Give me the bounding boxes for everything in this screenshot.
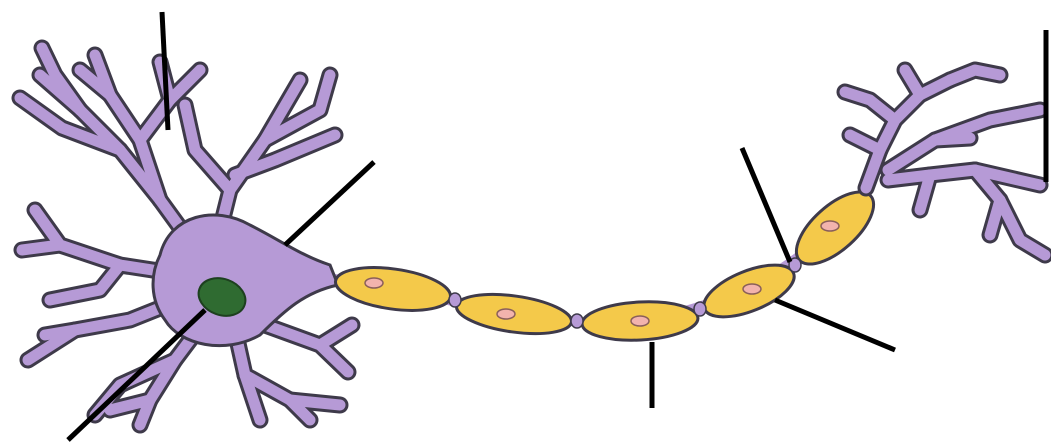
myelin-segment — [697, 254, 801, 327]
node-of-ranvier — [449, 293, 461, 307]
node-of-ranvier — [571, 314, 583, 328]
node-of-ranvier — [694, 302, 706, 316]
myelin-segment — [333, 261, 453, 317]
leader-line-cell-body — [285, 162, 374, 245]
myelin-sheath — [333, 180, 886, 343]
myelin-segment — [581, 299, 699, 343]
cell-body-group — [20, 48, 352, 425]
cell-body — [153, 215, 338, 346]
axon-terminals — [845, 70, 1045, 255]
leader-line-node-of-ranvier — [742, 148, 790, 262]
leader-line-schwann-cell — [775, 300, 895, 350]
myelin-segment — [454, 288, 574, 340]
